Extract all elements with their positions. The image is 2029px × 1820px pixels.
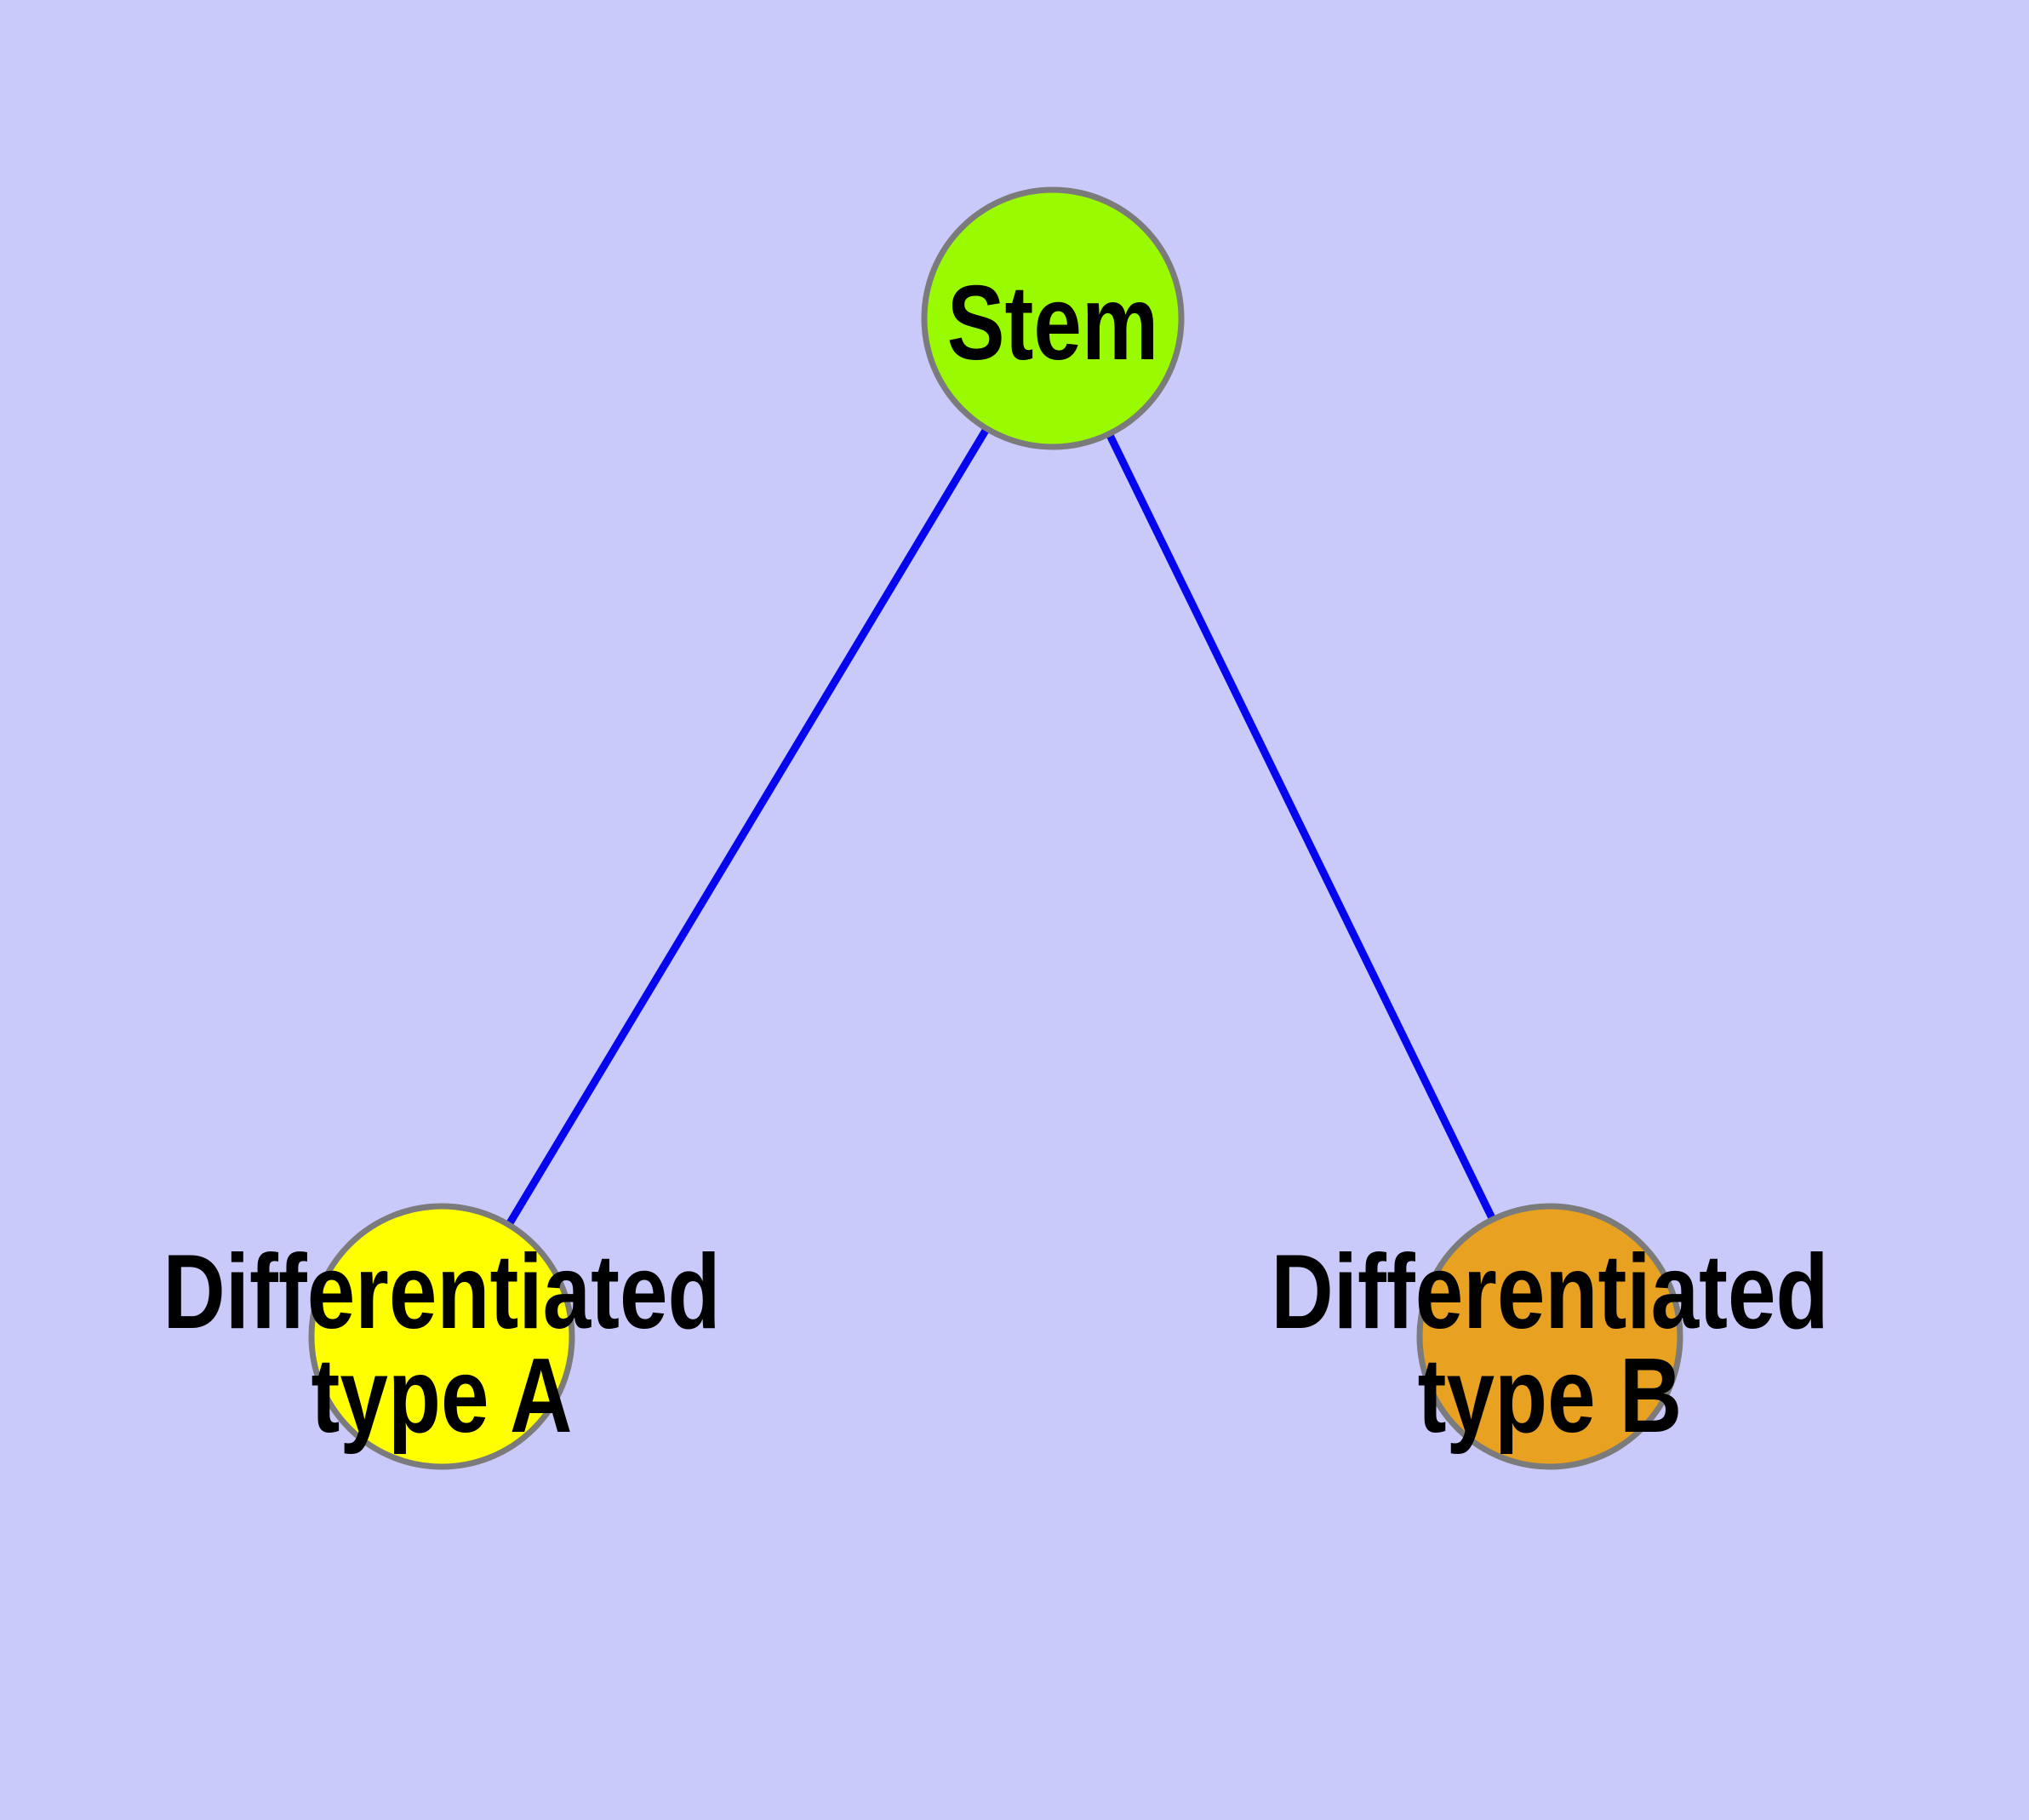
node-stem-label: Stem — [947, 264, 1159, 382]
node-type-a-label-line-1: Differentiated — [163, 1233, 720, 1351]
edge-stem-to-type-a — [438, 316, 1056, 1339]
node-differentiated-type-a: Differentiated type A — [163, 1203, 721, 1470]
node-type-b-label-line-2: type B — [1418, 1336, 1683, 1455]
node-differentiated-type-b: Differentiated type B — [1271, 1203, 1829, 1470]
node-type-b-circle — [1416, 1203, 1683, 1470]
edge-stem-to-type-b — [1049, 317, 1554, 1338]
node-type-a-label-line-2: type A — [311, 1336, 573, 1455]
node-stem-circle — [921, 186, 1185, 450]
node-stem: Stem — [921, 186, 1185, 450]
edges — [438, 316, 1554, 1339]
node-type-a-circle — [308, 1203, 575, 1470]
node-type-b-label-line-1: Differentiated — [1271, 1233, 1828, 1351]
